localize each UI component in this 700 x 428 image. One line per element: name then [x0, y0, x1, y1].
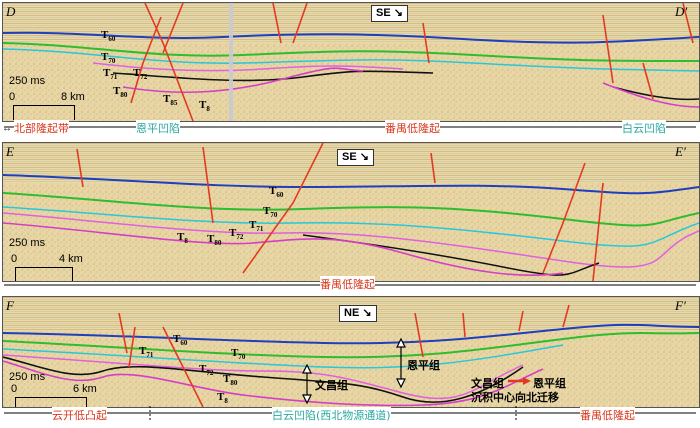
distance-scale-bar	[13, 105, 75, 120]
horizon-label-t60: T60	[269, 185, 284, 200]
horizon-label-t85: T85	[163, 93, 178, 108]
horizon-t8-line	[122, 67, 699, 108]
time-scale-label: 250 ms	[9, 371, 46, 383]
unit-label-e-1: 番禺低隆起	[320, 276, 375, 292]
thickness-arrows	[302, 337, 406, 405]
fault-lines	[130, 3, 694, 121]
direction-label: NE	[344, 307, 360, 319]
horizon-label-t70: T70	[101, 51, 116, 66]
profile-e-right-label: E′	[675, 144, 686, 159]
arrow-icon: ↘	[362, 307, 372, 319]
profile-d-left-label: D	[6, 4, 16, 19]
unit-label-d-3: 番禺低隆起	[385, 120, 440, 136]
distance-start-label: 0	[11, 383, 18, 395]
unit-label-f-1: 云开低凸起	[52, 407, 107, 423]
horizon-t60-line	[3, 174, 699, 195]
horizon-t60-line	[3, 323, 699, 345]
annotation-wenchang: 文昌组	[315, 379, 348, 392]
horizon-label-t80: T80	[113, 85, 128, 100]
direction-indicator: SE ↘	[337, 149, 374, 166]
horizon-t8-line	[3, 222, 564, 277]
seismic-profile-e: E E′ SE ↘ T60 T70 T71 T72 T80 T8 250 ms …	[2, 142, 700, 282]
horizon-label-t71: T71	[103, 67, 118, 82]
horizon-label-t71: T71	[139, 345, 154, 360]
horizon-t80-line	[112, 70, 699, 101]
horizon-t70-line	[3, 42, 699, 62]
unit-label-d-4: 白云凹陷	[622, 120, 666, 136]
unit-label-d-1: 北部隆起带	[14, 120, 69, 136]
annotation-enping: 恩平组	[407, 359, 440, 372]
horizon-label-t72: T72	[199, 363, 214, 378]
horizon-label-t60: T60	[173, 333, 188, 348]
horizon-t8-line	[3, 360, 544, 407]
horizon-t72-line	[3, 212, 699, 268]
profile-f-left-label: F	[6, 298, 14, 313]
distance-scale-bar	[15, 397, 87, 407]
horizon-label-t70: T70	[231, 347, 246, 362]
well-bar	[229, 3, 233, 121]
distance-start-label: 0	[11, 253, 18, 265]
svg-text:↔: ↔	[2, 123, 12, 134]
horizon-t72-line	[92, 62, 404, 72]
distance-start-label: 0	[9, 91, 16, 103]
horizon-label-t70: T70	[263, 205, 278, 220]
profile-d-graphics	[3, 3, 699, 121]
distance-end-label: 4 km	[59, 253, 83, 265]
annotation-migration-2: 沉积中心向北迁移	[471, 391, 559, 404]
direction-indicator: NE ↘	[339, 305, 377, 322]
horizon-t80-line	[3, 356, 524, 403]
direction-indicator: SE ↘	[371, 5, 408, 22]
migration-arrow-head-icon	[523, 377, 531, 385]
horizon-label-t80: T80	[207, 233, 222, 248]
fault-lines	[118, 304, 570, 407]
horizon-label-t71: T71	[249, 219, 264, 234]
direction-label: SE	[342, 151, 357, 163]
seismic-profile-f: F F′ NE ↘ T60 T70 T71 T72 T80 T8 文昌组 恩平组…	[2, 296, 700, 408]
horizon-t71-line	[3, 206, 699, 247]
seismic-profile-d: D D′ SE ↘ T60 T70 T71 T72 T80 T85 T8 250…	[2, 2, 700, 122]
unit-label-f-2: 白云凹陷(西北物源通道)	[272, 407, 391, 423]
arrow-icon: ↘	[359, 151, 369, 163]
arrow-icon: ↘	[393, 7, 403, 19]
time-scale-label: 250 ms	[9, 237, 46, 249]
horizon-t60-line	[3, 31, 699, 44]
horizon-t70-line	[3, 332, 699, 359]
direction-label: SE	[376, 7, 391, 19]
horizon-label-t8: T8	[199, 99, 210, 114]
horizon-label-t8: T8	[217, 391, 228, 406]
profile-d-right-label: D′	[675, 4, 688, 19]
annotation-migration-b: 恩平组	[533, 377, 566, 390]
distance-end-label: 6 km	[73, 383, 97, 395]
distance-scale-bar	[15, 267, 73, 281]
distance-end-label: 8 km	[61, 91, 85, 103]
horizon-label-t80: T80	[223, 373, 238, 388]
fault-lines	[76, 143, 604, 281]
time-scale-label: 250 ms	[9, 75, 46, 87]
profile-f-right-label: F′	[675, 298, 686, 313]
annotation-migration-a: 文昌组	[471, 377, 504, 390]
horizon-label-t60: T60	[101, 29, 116, 44]
horizon-label-t8: T8	[177, 231, 188, 246]
horizon-t71-line	[3, 344, 564, 369]
unit-label-d-2: 恩平凹陷	[136, 120, 180, 136]
horizon-t70-line	[3, 192, 699, 227]
profile-e-left-label: E	[6, 144, 14, 159]
horizon-t71-line	[3, 48, 699, 72]
horizon-label-t72: T72	[133, 67, 148, 82]
profile-d-unit-line: ↔	[2, 123, 696, 134]
horizon-label-t72: T72	[229, 227, 244, 242]
unit-label-f-3: 番禺低隆起	[580, 407, 635, 423]
